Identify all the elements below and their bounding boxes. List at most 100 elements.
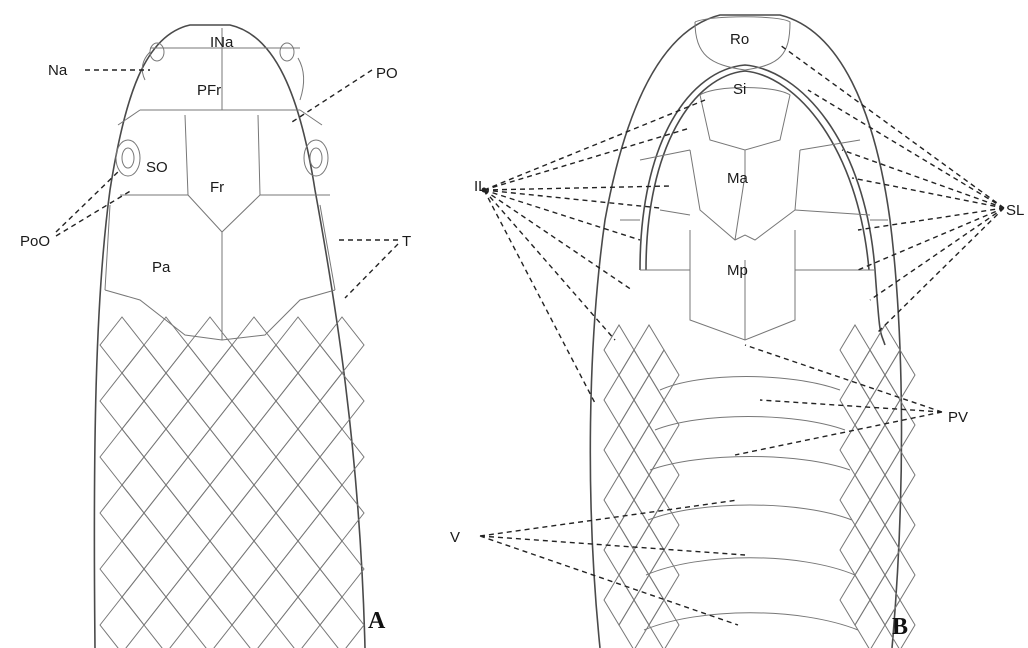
body-scale	[254, 569, 298, 625]
chin-shields	[620, 17, 888, 340]
body-scale	[855, 550, 885, 600]
body-scale	[100, 373, 144, 429]
callout-nasal: Na	[48, 62, 68, 79]
body-scale	[870, 425, 900, 475]
body-scale	[122, 513, 166, 569]
body-scale	[870, 525, 900, 575]
label-mental-anterior: Ma	[727, 170, 748, 187]
leader-supralabials	[780, 45, 1004, 332]
body-scale	[232, 541, 276, 597]
body-scale	[649, 450, 679, 500]
body-scale	[634, 575, 664, 625]
body-scale	[122, 457, 166, 513]
body-scale	[298, 457, 342, 513]
body-scale	[100, 597, 144, 648]
body-scale	[619, 450, 649, 500]
body-scale	[188, 429, 232, 485]
body-scale	[276, 597, 320, 648]
body-scale	[298, 401, 342, 457]
body-scale	[166, 513, 210, 569]
body-scale	[634, 525, 664, 575]
body-scale	[604, 425, 634, 475]
label-rostral: Ro	[730, 31, 749, 48]
body-scale	[649, 400, 679, 450]
body-scale	[254, 457, 298, 513]
body-scale	[619, 500, 649, 550]
body-scale	[100, 317, 144, 373]
body-scale	[320, 541, 364, 597]
body-scale	[649, 500, 679, 550]
body-scale	[100, 541, 144, 597]
body-scale	[232, 317, 276, 373]
body-scale	[298, 569, 342, 625]
body-scale	[144, 429, 188, 485]
body-scale	[840, 325, 870, 375]
body-scale	[188, 373, 232, 429]
body-scale	[604, 375, 634, 425]
leader-preventrals	[735, 345, 942, 455]
body-scale	[634, 425, 664, 475]
ventral-side-scale-lattice	[604, 325, 915, 648]
body-scale	[210, 457, 254, 513]
body-scale	[276, 485, 320, 541]
leader-temporal	[338, 240, 398, 298]
body-scale	[254, 401, 298, 457]
body-scale	[144, 317, 188, 373]
body-scale	[122, 345, 166, 401]
body-scale	[649, 350, 679, 400]
body-scale	[298, 513, 342, 569]
body-scale	[870, 375, 900, 425]
ventral-plates	[644, 377, 858, 631]
body-scale	[232, 429, 276, 485]
leader-ventrals	[480, 500, 745, 625]
body-scale	[166, 457, 210, 513]
body-scale	[232, 485, 276, 541]
body-scale	[188, 541, 232, 597]
body-scale	[188, 485, 232, 541]
body-scale	[604, 525, 634, 575]
body-scale	[855, 600, 885, 648]
body-scale	[870, 325, 900, 375]
callout-postocular: PoO	[20, 233, 50, 250]
body-scale	[166, 401, 210, 457]
label-symphysial: Si	[733, 81, 746, 98]
body-scale	[144, 597, 188, 648]
callout-supralabials: SL	[1006, 202, 1024, 219]
body-scale	[100, 429, 144, 485]
body-scale	[254, 513, 298, 569]
body-scale	[232, 373, 276, 429]
body-scale	[855, 450, 885, 500]
body-scale	[166, 569, 210, 625]
body-scale	[840, 525, 870, 575]
panel-label-a: A	[368, 608, 386, 634]
body-scale	[122, 569, 166, 625]
body-scale	[649, 600, 679, 648]
body-scale	[276, 317, 320, 373]
body-scale	[885, 400, 915, 450]
callout-preventrals: PV	[948, 409, 968, 426]
head-outline-dorsal	[94, 25, 365, 648]
callout-temporal: T	[402, 233, 411, 250]
leader-postocular	[56, 170, 132, 236]
lower-jaw-outline-inner	[646, 71, 869, 270]
body-scale	[210, 513, 254, 569]
leader-infralabials	[484, 100, 705, 405]
body-scale	[855, 500, 885, 550]
callout-preocular: PO	[376, 65, 398, 82]
body-scale	[144, 541, 188, 597]
body-scale	[210, 345, 254, 401]
label-prefrontal: PFr	[197, 82, 221, 99]
label-internasal: INa	[210, 34, 234, 51]
panel-a-dorsal-head	[94, 25, 365, 648]
body-scale	[276, 373, 320, 429]
body-scale	[232, 597, 276, 648]
callout-ventrals: V	[450, 529, 460, 546]
body-scale	[144, 485, 188, 541]
dorsal-scale-lattice	[100, 317, 364, 648]
body-scale	[298, 345, 342, 401]
body-scale	[276, 429, 320, 485]
label-supraocular: SO	[146, 159, 168, 176]
panel-b-ventral-head	[590, 15, 915, 648]
body-scale	[634, 325, 664, 375]
